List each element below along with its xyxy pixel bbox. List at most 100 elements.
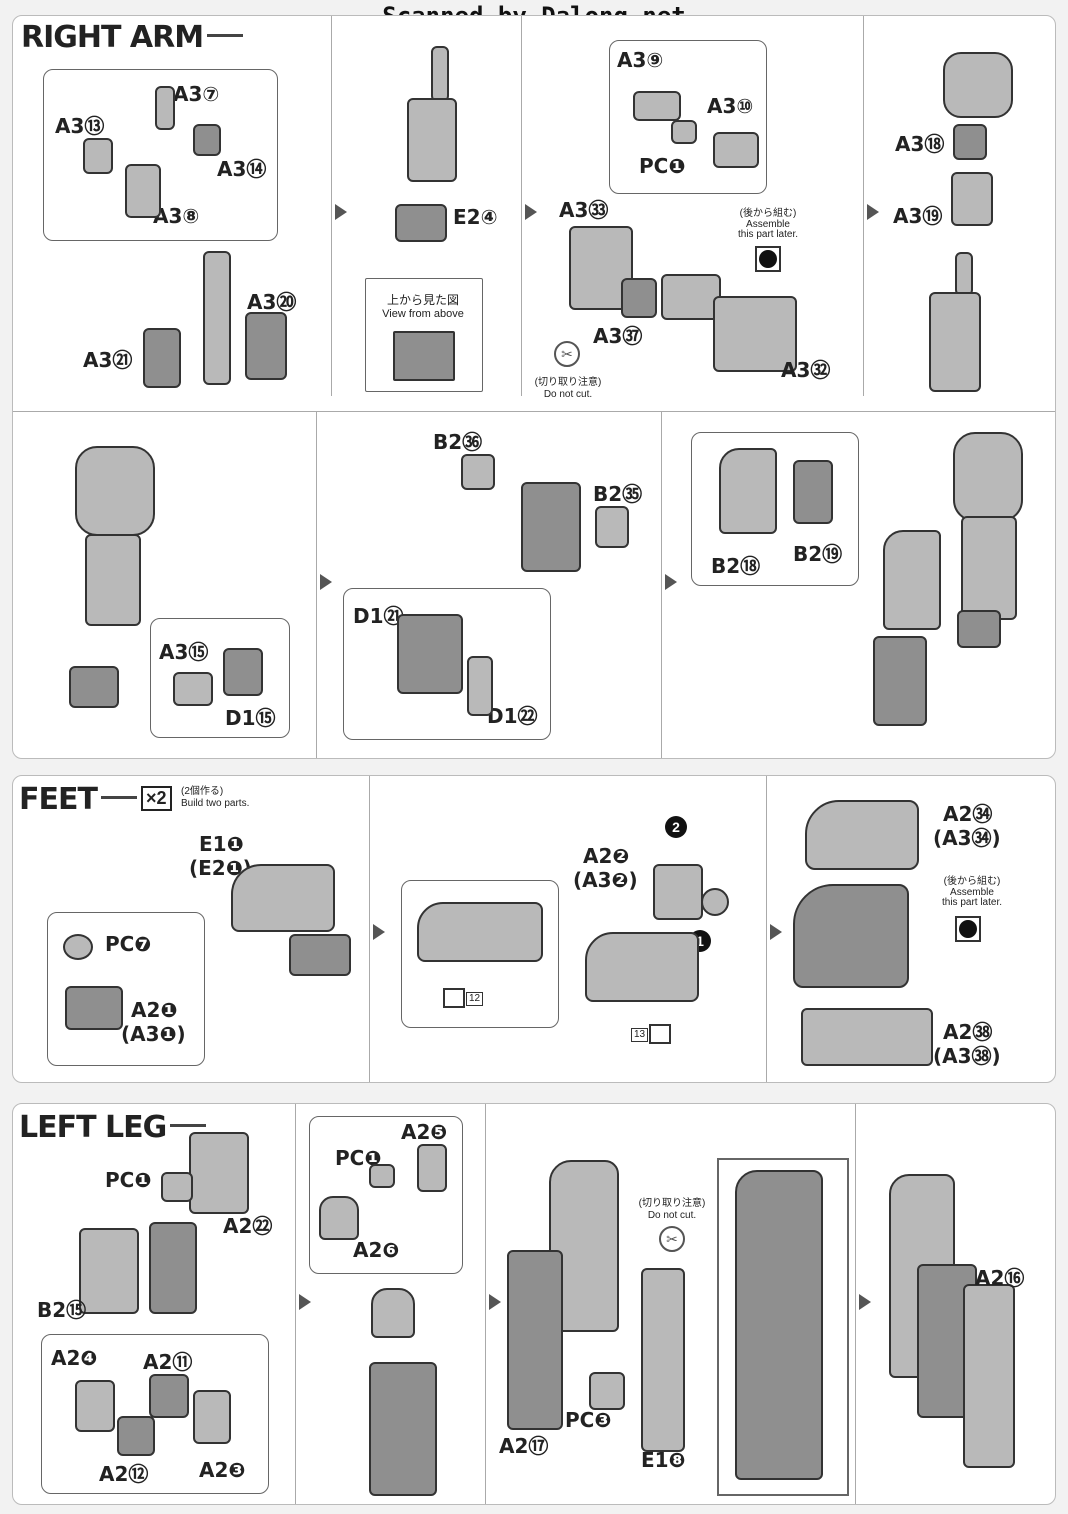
step-arrow [867, 204, 879, 220]
part-label: A3⑩ [707, 94, 754, 118]
step-divider [766, 776, 767, 1082]
arm-part-drawing [467, 656, 493, 716]
part-label: A3⑮ [159, 640, 209, 664]
part-label: A3⑱ [895, 132, 945, 156]
view-note-jp: 上から見た図 [386, 293, 459, 307]
leg-part-drawing [149, 1222, 197, 1314]
arm-part-drawing [143, 328, 181, 388]
arm-part-drawing [595, 506, 629, 548]
arm-part-drawing [245, 312, 287, 380]
part-label: E1❶ [199, 832, 244, 856]
later-note-en1: Assemble [746, 219, 790, 230]
view-note-en: View from above [382, 308, 464, 320]
arm-part-drawing [953, 432, 1023, 522]
part-label: B2㉟ [593, 482, 643, 506]
arm-part-drawing [223, 648, 263, 696]
part-label: A2⑪ [143, 1350, 193, 1374]
arm-part-drawing [713, 296, 797, 372]
arm-part-drawing [633, 91, 681, 121]
step-divider [316, 412, 317, 758]
arm-part-drawing [85, 534, 141, 626]
part-label: (A3㉞) [933, 826, 1001, 850]
part-label: A2❹ [51, 1346, 98, 1370]
part-label: A2❶ [131, 998, 178, 1022]
step-arrow [489, 1294, 501, 1310]
part-label: A2⑯ [975, 1266, 1025, 1290]
later-note-en2: this part later. [737, 229, 799, 240]
foot-part-drawing [65, 986, 123, 1030]
step-divider [521, 16, 522, 396]
arm-part-drawing [193, 124, 221, 156]
ref-icon [443, 988, 465, 1008]
part-label: A3㉑ [83, 348, 133, 372]
step-divider [331, 16, 332, 396]
arm-part-drawing [719, 448, 777, 534]
ref-number: 13 [631, 1028, 649, 1042]
later-note-jp: (後から組む) [739, 208, 797, 219]
step-divider [661, 412, 662, 758]
part-label: B2㊱ [433, 430, 483, 454]
part-label: D1⑮ [225, 706, 276, 730]
order-number-2: 2 [665, 816, 687, 838]
part-label: PC❶ [639, 154, 686, 178]
step-divider [295, 1104, 296, 1504]
part-label: A3⑨ [617, 48, 664, 72]
part-label: A2❸ [199, 1458, 246, 1482]
later-dot-icon [959, 920, 977, 938]
part-label: (A3❷) [573, 868, 638, 892]
ref-number: 12 [466, 992, 484, 1006]
section-title: FEET [19, 782, 137, 817]
leg-part-drawing [417, 1144, 447, 1192]
feet-section: FEET ×2 (2個作る) Build two parts. E1❶ (E2❶… [12, 775, 1056, 1083]
leg-part-drawing [189, 1132, 249, 1214]
arm-part-drawing [395, 204, 447, 242]
part-label: PC❸ [565, 1408, 612, 1432]
part-label: A2❻ [353, 1238, 400, 1262]
step-arrow [373, 924, 385, 940]
arm-part-drawing [155, 86, 175, 130]
arm-part-drawing [943, 52, 1013, 118]
part-label: A3⑬ [55, 114, 105, 138]
section-title: RIGHT ARM [21, 20, 244, 55]
arm-part-drawing [69, 666, 119, 708]
part-label: (A3㊳) [933, 1044, 1001, 1068]
part-label: A3⑳ [247, 290, 297, 314]
later-note-en1: Assemble [950, 887, 994, 898]
part-label: A3⑲ [893, 204, 943, 228]
part-label: E1❽ [641, 1448, 686, 1472]
arm-part-drawing [621, 278, 657, 318]
nocut-note-jp: (切り取り注意) [534, 377, 602, 388]
part-label: PC❶ [105, 1168, 152, 1192]
part-label: D1㉑ [353, 604, 404, 628]
leg-part-drawing [193, 1390, 231, 1444]
part-label: E2④ [453, 205, 498, 229]
part-label: A3⑦ [173, 82, 220, 106]
detail-callout [309, 1116, 463, 1274]
step-arrow [770, 924, 782, 940]
view-drawing [393, 331, 455, 381]
foot-part-drawing [289, 934, 351, 976]
arm-part-drawing [661, 274, 721, 320]
section-title: LEFT LEG [19, 1110, 207, 1145]
part-label: A3㉝ [559, 198, 609, 222]
part-label: (A3❶) [121, 1022, 186, 1046]
part-label: A3㉜ [781, 358, 831, 382]
part-label: A2㉞ [943, 802, 993, 826]
arm-part-drawing [873, 636, 927, 726]
foot-part-drawing [805, 800, 919, 870]
part-label: PC❼ [105, 932, 152, 956]
arm-part-drawing [461, 454, 495, 490]
leg-part-drawing [79, 1228, 139, 1314]
arm-part-drawing [793, 460, 833, 524]
build-two-note-en: Build two parts. [181, 798, 250, 809]
arm-part-drawing [713, 132, 759, 168]
foot-part-drawing [701, 888, 729, 916]
step-divider [485, 1104, 486, 1504]
arm-part-drawing [951, 172, 993, 226]
detail-callout [343, 588, 551, 740]
step-arrow [299, 1294, 311, 1310]
arm-part-drawing [431, 46, 449, 102]
arm-part-drawing [125, 164, 161, 218]
arm-part-drawing [671, 120, 697, 144]
arm-part-drawing [203, 251, 231, 385]
